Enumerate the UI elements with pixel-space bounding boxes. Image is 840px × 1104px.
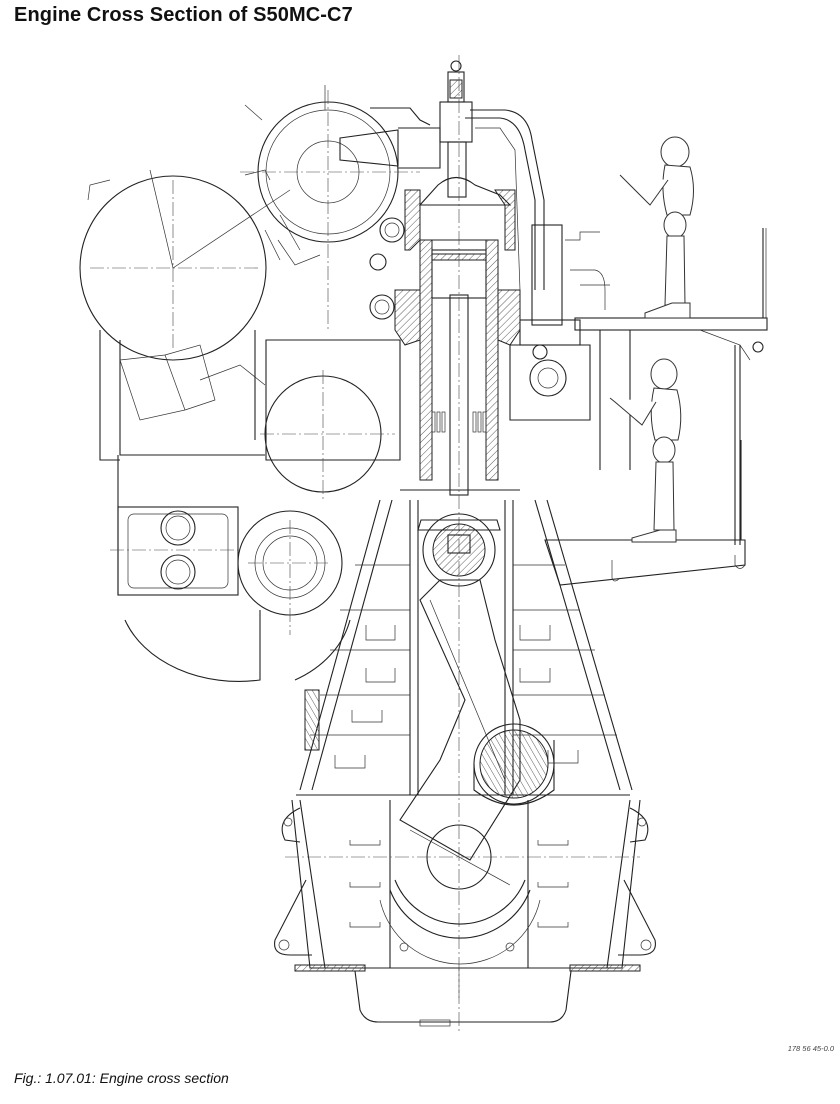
human-figure-upper — [619, 136, 694, 319]
lifting-lugs — [274, 807, 656, 956]
crankshaft-journal — [285, 824, 640, 965]
pipe-connections — [369, 107, 545, 320]
bedplate — [274, 794, 656, 972]
crosshead — [417, 513, 501, 587]
crank-pin — [473, 723, 555, 806]
fuel-pump — [509, 224, 610, 421]
oil-pan — [354, 968, 572, 1032]
lower-platform — [544, 440, 746, 586]
human-figure-lower — [609, 358, 682, 543]
air-receiver — [119, 339, 401, 500]
cylinder-cover-exhaust-valve — [404, 60, 516, 251]
cylinder-liner — [394, 55, 521, 1000]
page-title: Engine Cross Section of S50MC-C7 — [14, 4, 353, 26]
scavenge-ports — [431, 411, 487, 433]
auxiliary-blower — [110, 455, 351, 682]
reference-number: 178 56 45-0.0 — [787, 1044, 834, 1053]
figure-caption: Fig.: 1.07.01: Engine cross section — [14, 1070, 229, 1086]
scavenge-air-cooler — [79, 169, 291, 461]
frame-stiffeners — [310, 564, 617, 769]
turbocharger — [240, 85, 441, 330]
bedplate-handles — [349, 840, 569, 952]
frame-box — [299, 489, 633, 795]
